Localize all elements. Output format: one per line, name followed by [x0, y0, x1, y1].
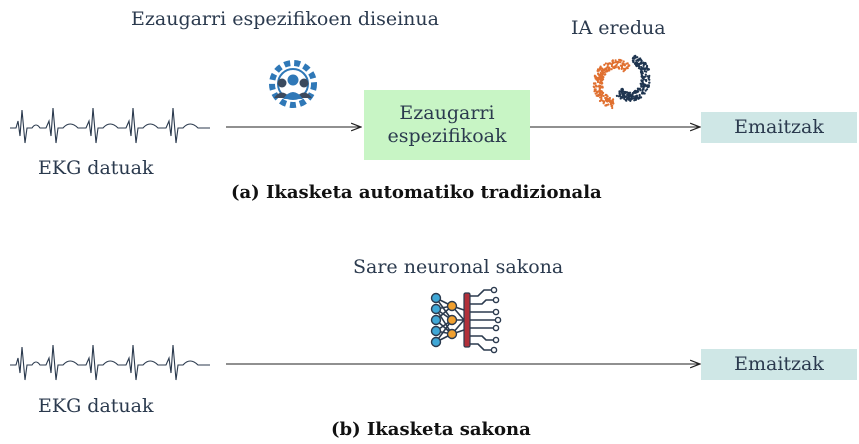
neural-network-icon: [430, 286, 502, 354]
ecg-signal-icon: [10, 107, 210, 144]
scatter-cluster-icon: [592, 54, 651, 110]
feature-box: Ezaugarri espezifikoak: [364, 90, 530, 160]
output-box-b: Emaitzak: [701, 349, 857, 380]
feature-box-line1: Ezaugarri: [399, 102, 495, 125]
input-label-a: EKG datuak: [38, 157, 154, 179]
feature-box-line2: espezifikoak: [387, 125, 507, 147]
team-gear-icon: [269, 60, 317, 108]
ai-model-label: IA eredua: [571, 17, 666, 39]
ecg-signal-icon: [10, 344, 210, 381]
output-box-a: Emaitzak: [701, 112, 857, 143]
input-label-b: EKG datuak: [38, 395, 154, 417]
deep-network-label: Sare neuronal sakona: [353, 256, 564, 278]
feature-design-label: Ezaugarri espezifikoen diseinua: [131, 8, 439, 30]
caption-a: (a) Ikasketa automatiko tradizionala: [231, 182, 602, 203]
caption-b: (b) Ikasketa sakona: [331, 419, 531, 440]
